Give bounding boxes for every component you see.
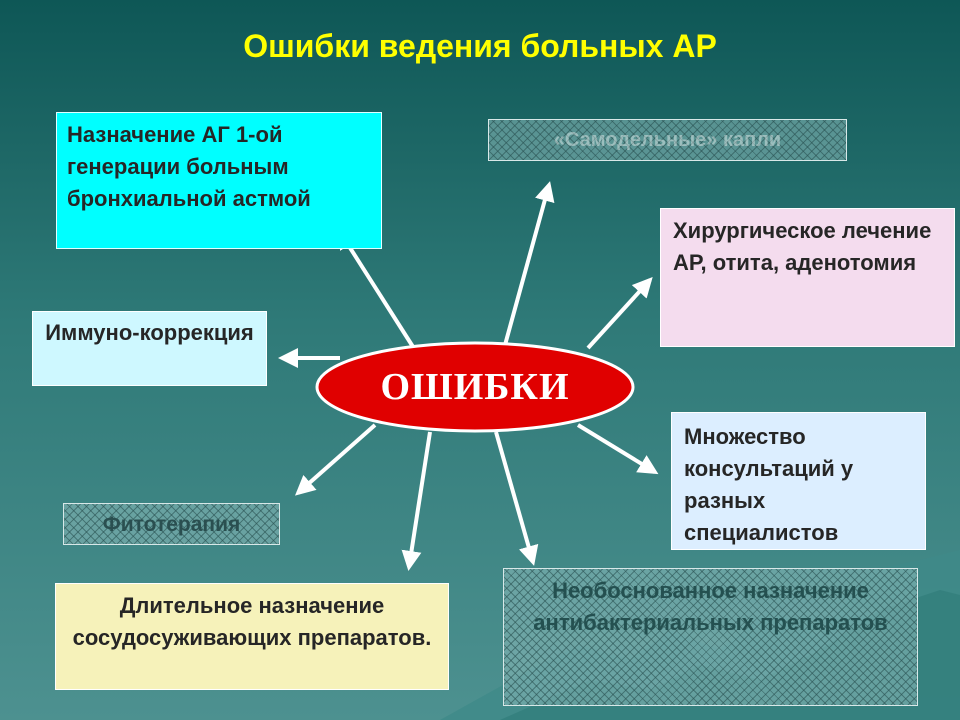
arrow-to-phytotherapy [295,423,377,496]
arrow-to-homemade-drops [503,181,555,346]
center-ellipse [315,341,635,433]
surgery-box: Хирургическое лечение АР, отита, аденото… [660,208,955,347]
arrow-to-antihistamines [337,228,417,352]
antihistamines-box: Назначение АГ 1-ой генерации больным бро… [56,112,382,249]
antibiotics-box: Необоснованное назначение антибактериаль… [503,568,918,706]
slide-title: Ошибки ведения больных АР [243,28,717,64]
consultations-box: Множество консультаций у разных специали… [671,412,926,550]
arrow-to-antibiotics [494,431,539,566]
arrow-to-vasoconstrictors [401,431,432,571]
arrow-to-consultations [576,423,659,475]
vasoconstrictors-box: Длительное назначение сосудосуживающих п… [55,583,449,690]
homemade-drops-box: «Самодельные» капли [488,119,847,161]
center-label: ОШИБКИ [380,366,570,408]
arrow-to-surgery [586,277,653,350]
immunocorrection-box: Иммуно-коррекция [32,311,267,386]
phytotherapy-box: Фитотерапия [63,503,280,545]
